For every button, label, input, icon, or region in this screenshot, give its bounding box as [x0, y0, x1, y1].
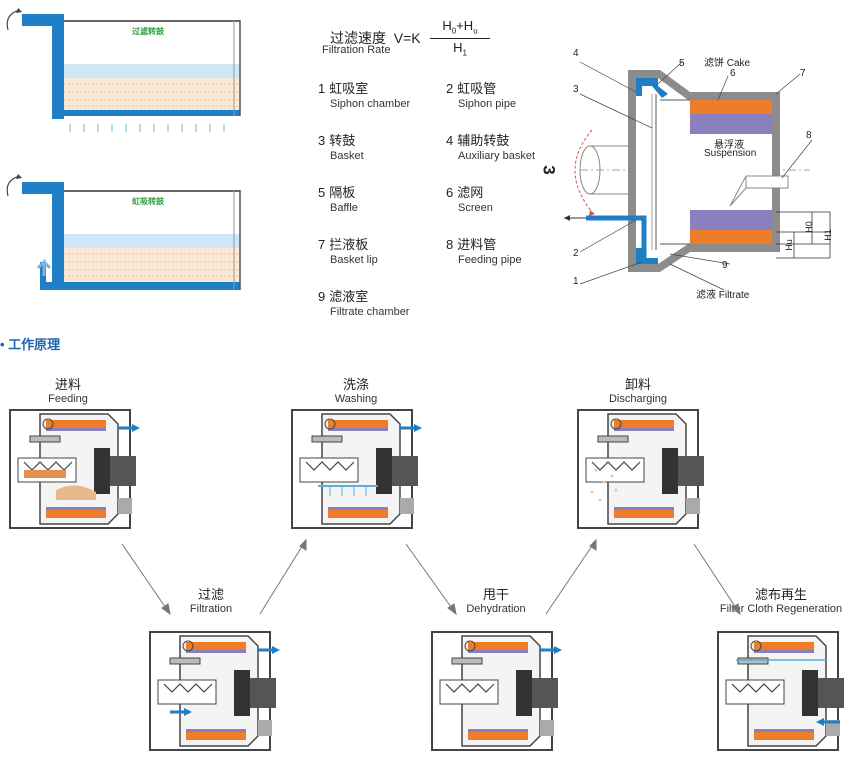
formula-fraction: H0+Hu H1	[430, 18, 490, 57]
stage-label-en: Washing	[334, 393, 378, 405]
section-bullet: •	[0, 337, 9, 352]
stage-label-zh: 滤布再生	[754, 587, 807, 602]
callout-1: 1	[573, 276, 579, 287]
suspension-label-zh: 悬浮液	[714, 140, 744, 151]
stage-label-en: Filtration	[189, 603, 233, 615]
legend-num: 1	[318, 81, 326, 96]
legend-zh: 进料管	[457, 237, 497, 252]
stage-label-zh: 甩干	[482, 587, 509, 602]
lower-tank	[6, 174, 241, 290]
formula-expression: V=K	[393, 30, 421, 46]
machine-filtration	[149, 631, 282, 751]
legend-zh: 虹吸室	[329, 81, 369, 96]
legend-zh: 虹吸管	[457, 81, 497, 96]
cake-label: 滤饼 Cake	[704, 58, 751, 69]
stage-label-zh: 洗涤	[342, 377, 369, 392]
legend-en: Feeding pipe	[458, 254, 522, 266]
centrifuge-cross-section	[564, 61, 831, 291]
suspension-label-en: Suspension	[704, 148, 757, 159]
formula-denominator: H1	[453, 39, 467, 58]
legend-en: Siphon pipe	[458, 98, 517, 110]
callout-5: 5	[679, 58, 685, 69]
formula-label-en: Filtration Rate	[322, 44, 391, 56]
legend-en: Basket	[330, 150, 364, 162]
legend-num: 2	[446, 81, 454, 96]
formula-label-zh: 过滤速度	[330, 30, 386, 46]
stage-filter-cloth-regeneration: 滤布再生 Filter Cloth Regeneration	[711, 584, 851, 615]
legend-en: Screen	[458, 202, 493, 214]
legend-en: Baffle	[330, 202, 358, 214]
machine-regeneration	[717, 631, 845, 751]
stage-label-zh: 过滤	[197, 587, 224, 602]
legend-num: 9	[318, 289, 326, 304]
legend-en: Siphon chamber	[330, 98, 411, 110]
legend-num: 7	[318, 237, 326, 252]
machine-washing	[291, 409, 424, 529]
stage-filtration: 过滤 Filtration	[141, 584, 281, 615]
legend-zh: 滤液室	[329, 289, 369, 304]
legend-num: 4	[446, 133, 454, 148]
machine-discharging	[577, 409, 705, 529]
filtration-basket-diagram	[6, 8, 241, 290]
upper-tank	[6, 8, 241, 119]
legend-num: 6	[446, 185, 454, 200]
callout-9: 9	[722, 260, 728, 271]
stage-label-zh: 进料	[54, 377, 81, 392]
legend-zh: 滤网	[457, 185, 484, 200]
legend-num: 3	[318, 133, 326, 148]
legend-zh: 隔板	[329, 185, 356, 200]
stage-washing: 洗涤 Washing	[286, 374, 426, 405]
callout-2: 2	[573, 248, 579, 259]
stage-label-en: Dehydration	[466, 603, 526, 615]
stage-dehydration: 甩干 Dehydration	[426, 584, 566, 615]
callout-6: 6	[730, 68, 736, 79]
legend-zh: 辅助转鼓	[457, 133, 510, 148]
callout-7: 7	[800, 68, 806, 79]
callout-4: 4	[573, 48, 579, 59]
machine-feeding	[9, 409, 142, 529]
section-title: • 工作原理	[0, 334, 60, 353]
filtrate-label: 滤液 Filtrate	[696, 290, 750, 301]
legend-en: Basket lip	[330, 254, 378, 266]
section-title-text: 工作原理	[8, 337, 61, 352]
legend-en: Filtrate chamber	[330, 306, 410, 318]
upper-tank-label: 过滤转鼓	[132, 27, 164, 36]
stage-discharging: 卸料 Discharging	[568, 374, 708, 405]
formula-numerator: H0+Hu	[430, 18, 490, 39]
stage-label-zh: 卸料	[624, 377, 651, 392]
lower-tank-label: 虹吸转鼓	[132, 197, 164, 206]
stage-label-en: Discharging	[608, 393, 668, 405]
stage-feeding: 进料 Feeding	[0, 374, 138, 405]
stage-label-en: Filter Cloth Regeneration	[719, 603, 843, 615]
legend-num: 8	[446, 237, 454, 252]
stage-label-en: Feeding	[48, 393, 88, 405]
callout-8: 8	[806, 130, 812, 141]
legend-zh: 拦液板	[329, 237, 369, 252]
legend-num: 5	[318, 185, 326, 200]
legend-en: Auxiliary basket	[458, 150, 536, 162]
legend-zh: 转鼓	[329, 133, 356, 148]
machine-dehydration	[431, 631, 564, 751]
callout-3: 3	[573, 84, 579, 95]
